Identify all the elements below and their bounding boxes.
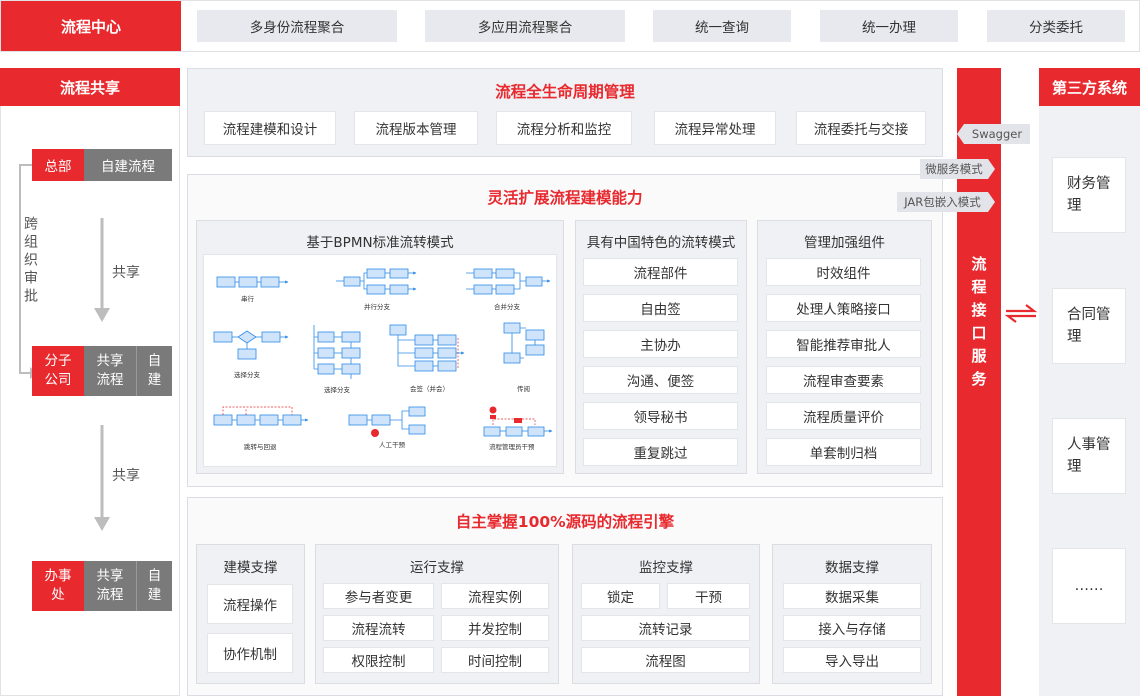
china-item-free-sign[interactable]: 自由签 <box>583 294 738 322</box>
tab-multi-app[interactable]: 多应用流程聚合 <box>425 10 625 42</box>
lifecycle-item-delegate[interactable]: 流程委托与交接 <box>796 111 926 145</box>
bpmn-label-circulate: 传阅 <box>517 385 530 393</box>
run-item-flow[interactable]: 流程流转 <box>323 615 434 641</box>
data-item-import-export[interactable]: 导入导出 <box>783 647 921 673</box>
branch-self: 自建 <box>137 346 172 396</box>
mgmt-item-review[interactable]: 流程审查要素 <box>766 366 921 394</box>
bidirectional-arrow-icon <box>1004 304 1038 323</box>
bpmn-label-merge: 合并分支 <box>494 303 520 311</box>
run-item-time[interactable]: 时间控制 <box>441 647 549 673</box>
run-item-participant[interactable]: 参与者变更 <box>323 583 434 609</box>
mgmt-item-archive[interactable]: 单套制归档 <box>766 438 921 466</box>
engine-title: 自主掌握100%源码的流程引擎 <box>455 513 675 531</box>
monitor-item-intervene[interactable]: 干预 <box>667 583 750 609</box>
run-item-concurrency[interactable]: 并发控制 <box>441 615 549 641</box>
tag-swagger: Swagger <box>964 124 1030 144</box>
tab-unified-handle[interactable]: 统一办理 <box>820 10 958 42</box>
china-style-title: 具有中国特色的流转模式 <box>586 235 736 251</box>
lifecycle-item-exception[interactable]: 流程异常处理 <box>654 111 776 145</box>
run-support-title: 运行支撑 <box>410 560 464 576</box>
bpmn-label-serial: 串行 <box>241 295 254 303</box>
third-party-title: 第三方系统 <box>1039 68 1140 106</box>
bpmn-label-admin: 流程管理员干预 <box>489 443 535 451</box>
interface-service-label: 流程接口服务 <box>971 255 987 388</box>
office-label: 办事处 <box>32 561 84 611</box>
mgmt-title: 管理加强组件 <box>804 235 885 251</box>
bpmn-title: 基于BPMN标准流转模式 <box>306 235 454 251</box>
data-support-title: 数据支撑 <box>825 560 879 576</box>
third-party-more[interactable]: …… <box>1052 548 1126 624</box>
office-shared: 共享流程 <box>84 561 137 611</box>
china-item-main-assist[interactable]: 主协办 <box>583 330 738 358</box>
bpmn-label-countersign: 会签（并会） <box>410 385 449 393</box>
china-item-repeat-skip[interactable]: 重复跳过 <box>583 438 738 466</box>
share-arrow-down-1 <box>94 218 110 322</box>
bpmn-diagram-area: 串行 并行分支 合并分支 选择分支 选择分支 会签（并会） 传阅 跳转与回退 人… <box>203 254 557 467</box>
bpmn-label-choice-2: 选择分支 <box>324 386 350 394</box>
third-party-hr[interactable]: 人事管理 <box>1052 418 1126 494</box>
bpmn-label-choice-1: 选择分支 <box>234 371 260 379</box>
process-center-label: 流程中心 <box>1 1 181 51</box>
third-party-contract[interactable]: 合同管理 <box>1052 288 1126 364</box>
china-item-secretary[interactable]: 领导秘书 <box>583 402 738 430</box>
build-item-operation[interactable]: 流程操作 <box>207 584 293 624</box>
data-item-collect[interactable]: 数据采集 <box>783 583 921 609</box>
branch-shared: 共享流程 <box>84 346 137 396</box>
share-label-2: 共享 <box>112 468 140 484</box>
tag-jar-embed: JAR包嵌入模式 <box>897 192 988 212</box>
branch-label: 分子公司 <box>32 346 84 396</box>
lifecycle-title: 流程全生命周期管理 <box>495 83 635 101</box>
office-self: 自建 <box>137 561 172 611</box>
hq-self-built: 自建流程 <box>84 149 172 181</box>
lifecycle-item-version[interactable]: 流程版本管理 <box>354 111 478 145</box>
run-item-instance[interactable]: 流程实例 <box>441 583 549 609</box>
data-item-store[interactable]: 接入与存储 <box>783 615 921 641</box>
mgmt-item-recommend[interactable]: 智能推荐审批人 <box>766 330 921 358</box>
tag-microservice: 微服务模式 <box>920 159 988 179</box>
china-item-communicate[interactable]: 沟通、便签 <box>583 366 738 394</box>
monitor-item-record[interactable]: 流转记录 <box>581 615 750 641</box>
monitor-support-title: 监控支撑 <box>639 560 693 576</box>
monitor-item-diagram[interactable]: 流程图 <box>581 647 750 673</box>
tab-category-delegate[interactable]: 分类委托 <box>987 10 1125 42</box>
mgmt-item-timeliness[interactable]: 时效组件 <box>766 258 921 286</box>
monitor-item-lock[interactable]: 锁定 <box>581 583 660 609</box>
bpmn-label-jump-back: 跳转与回退 <box>244 443 277 451</box>
china-item-component[interactable]: 流程部件 <box>583 258 738 286</box>
tab-multi-identity[interactable]: 多身份流程聚合 <box>197 10 397 42</box>
bpmn-label-manual: 人工干预 <box>379 441 405 449</box>
bpmn-label-parallel: 并行分支 <box>364 303 390 311</box>
run-item-permission[interactable]: 权限控制 <box>323 647 434 673</box>
hq-label: 总部 <box>32 149 84 181</box>
third-party-finance[interactable]: 财务管理 <box>1052 157 1126 233</box>
lifecycle-item-modeling[interactable]: 流程建模和设计 <box>204 111 336 145</box>
modeling-title: 灵活扩展流程建模能力 <box>487 189 643 207</box>
mgmt-item-handler-policy[interactable]: 处理人策略接口 <box>766 294 921 322</box>
share-label-1: 共享 <box>112 265 140 281</box>
cross-org-label: 跨组织审批 <box>22 216 38 306</box>
share-arrow-down-2 <box>94 425 110 531</box>
build-support-title: 建模支撑 <box>223 560 278 576</box>
build-item-collaboration[interactable]: 协作机制 <box>207 633 293 673</box>
top-bar: 流程中心 多身份流程聚合 多应用流程聚合 统一查询 统一办理 分类委托 <box>0 0 1140 52</box>
bpmn-diagrams <box>213 268 553 437</box>
process-sharing-title: 流程共享 <box>0 68 180 106</box>
mgmt-item-quality[interactable]: 流程质量评价 <box>766 402 921 430</box>
tab-unified-query[interactable]: 统一查询 <box>653 10 791 42</box>
lifecycle-item-analysis[interactable]: 流程分析和监控 <box>496 111 632 145</box>
